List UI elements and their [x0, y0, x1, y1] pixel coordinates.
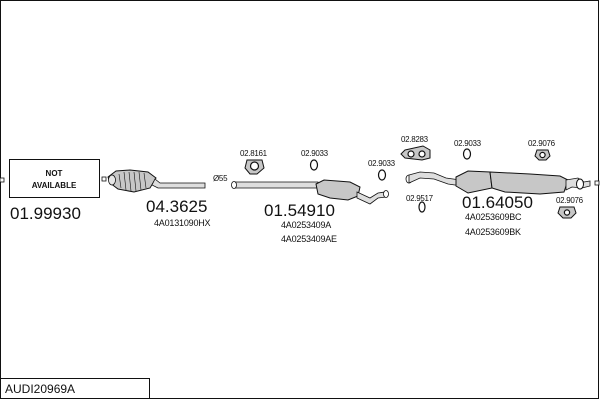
part-code-01.54910: 01.54910	[264, 201, 335, 220]
fitting-label-02.9076-a: 02.9076	[528, 139, 556, 148]
diagram-title: AUDI20969A	[5, 382, 75, 396]
title-box	[0, 378, 150, 399]
part-code-01.64050: 01.64050	[462, 193, 533, 212]
fitting-label-02.8283: 02.8283	[401, 135, 429, 144]
fitting-02.8161-icon	[244, 159, 265, 175]
fitting-label-02.9033-b: 02.9033	[368, 159, 396, 168]
part-ref-4A0253409AE: 4A0253409AE	[281, 234, 337, 244]
pipe-diameter-label: Ø55	[213, 174, 228, 183]
ring-clamp-1-icon	[309, 159, 319, 171]
rear-muffler	[405, 170, 591, 195]
fitting-02.9076-top-icon	[534, 149, 551, 161]
connector-square	[101, 176, 107, 182]
right-end-marker	[594, 180, 600, 186]
part-code-04.3625: 04.3625	[146, 197, 207, 216]
catalytic-converter	[107, 169, 157, 193]
not-available-line-1: NOT	[46, 169, 63, 178]
fitting-02.8283-icon	[400, 145, 431, 161]
fitting-label-02.9033-c: 02.9033	[454, 139, 482, 148]
left-end-marker	[0, 177, 5, 183]
part-ref-4A0253409A: 4A0253409A	[281, 220, 331, 230]
part-code-01.99930: 01.99930	[10, 204, 81, 223]
fitting-label-02.8161: 02.8161	[240, 149, 268, 158]
middle-muffler	[231, 179, 389, 205]
fitting-label-02.9076-b: 02.9076	[556, 196, 584, 205]
ring-clamp-3-icon	[462, 148, 472, 160]
part-ref-4A0253609BC: 4A0253609BC	[465, 212, 522, 222]
ring-clamp-2-icon	[377, 169, 387, 181]
part-ref-4A0253609BK: 4A0253609BK	[465, 227, 521, 237]
front-pipe	[151, 178, 206, 189]
part-ref-4A0131090HX: 4A0131090HX	[154, 218, 211, 228]
not-available-line-2: AVAILABLE	[32, 181, 77, 190]
fitting-label-02.9033-a: 02.9033	[301, 149, 329, 158]
ring-clamp-4-icon	[418, 201, 426, 213]
fitting-label-02.9517: 02.9517	[406, 194, 434, 203]
fitting-02.9076-bottom-icon	[557, 206, 577, 219]
not-available-box	[9, 159, 100, 198]
